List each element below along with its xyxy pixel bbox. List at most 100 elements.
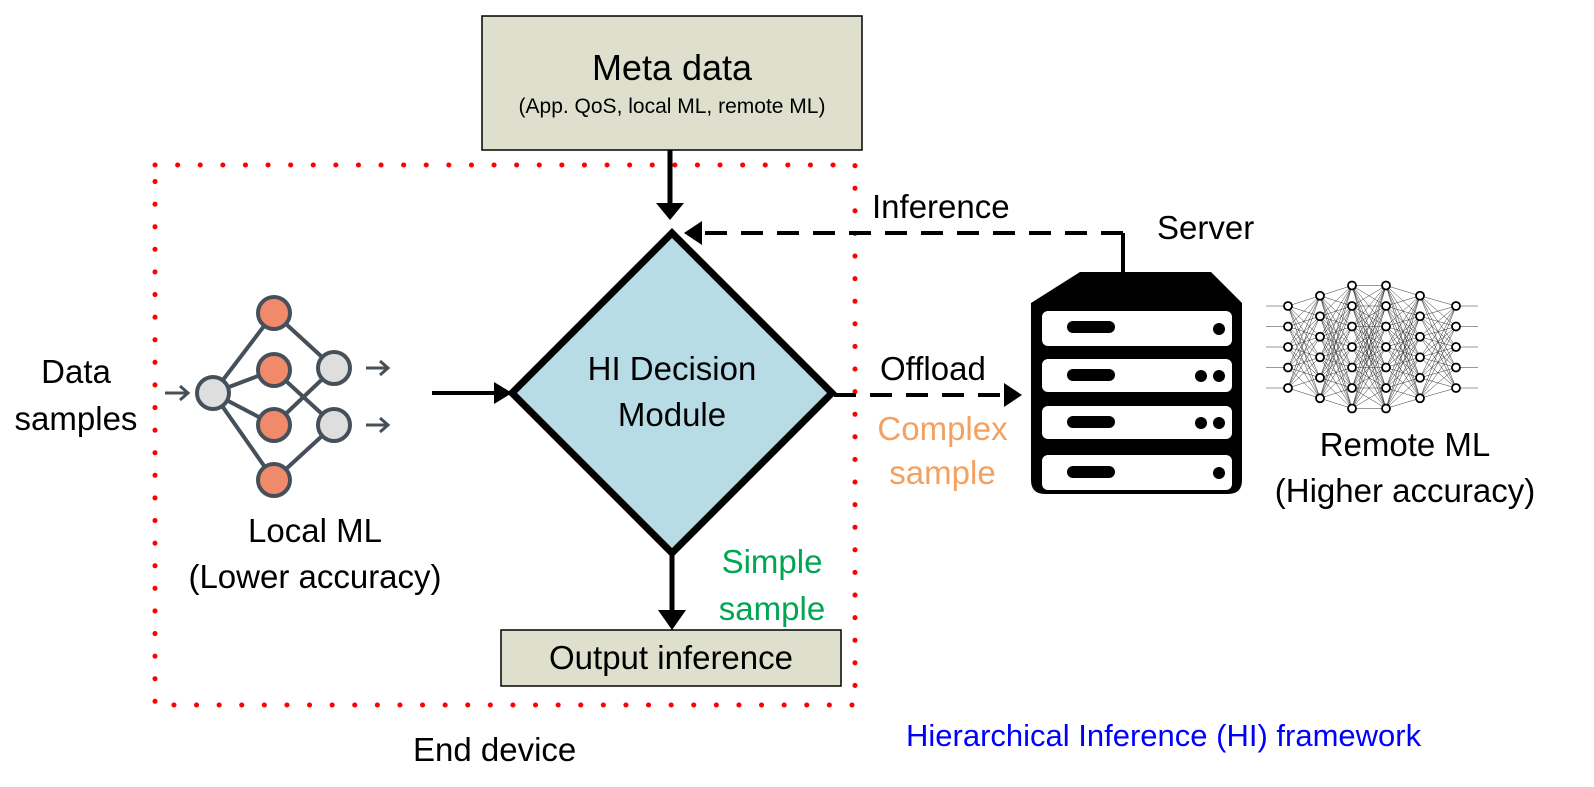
remote-net-node: [1451, 301, 1461, 311]
inference-edge-label: Inference: [872, 188, 1010, 225]
end-device-boundary: [152, 162, 858, 708]
remote-net-connection: [1419, 367, 1457, 399]
remote-net-connection: [1319, 326, 1353, 399]
remote-net-connection: [1419, 305, 1457, 317]
offload-arrowhead: [1004, 383, 1022, 407]
remote-net-node: [1381, 383, 1391, 393]
remote-net-connection: [1419, 305, 1457, 399]
remote-net-connection: [1319, 305, 1353, 399]
meta-data-subtitle: (App. QoS, local ML, remote ML): [518, 95, 826, 118]
remote-net-connection: [1319, 285, 1353, 296]
node-output-2: [316, 407, 352, 443]
decision-label-line2: Module: [617, 396, 727, 433]
remote-net-connection: [1351, 285, 1387, 409]
framework-caption: Hierarchical Inference (HI) framework: [906, 718, 1422, 753]
remote-net-node: [1415, 372, 1425, 383]
remote-net-node: [1315, 393, 1325, 404]
remote-net-node: [1381, 342, 1391, 352]
remote-net-node: [1451, 342, 1461, 352]
remote-net-node: [1415, 331, 1425, 342]
remote-net-node: [1347, 362, 1357, 373]
remote-net-connection: [1351, 285, 1387, 307]
server-label: Server: [1157, 209, 1255, 246]
local-to-decision-arrowhead: [494, 382, 512, 404]
data-samples-line2: samples: [14, 400, 138, 437]
node-hidden-2: [256, 352, 292, 388]
remote-net-node: [1315, 290, 1325, 301]
remote-net-connection: [1351, 285, 1387, 368]
remote-ml-label: Remote ML: [1319, 426, 1491, 463]
remote-net-connection: [1419, 295, 1457, 307]
remote-net-node: [1415, 311, 1425, 322]
local-ml-label: Local ML: [248, 512, 382, 549]
remote-net-connection: [1319, 285, 1353, 399]
node-hidden-3: [256, 407, 292, 443]
remote-net-node: [1347, 280, 1357, 291]
remote-net-node: [1315, 311, 1325, 322]
remote-net-node: [1283, 342, 1293, 352]
remote-net-connection: [1287, 336, 1321, 389]
remote-net-node: [1283, 321, 1293, 332]
remote-net-node: [1315, 331, 1325, 342]
complex-sample-line1: Complex: [877, 410, 1008, 447]
local-ml-accuracy: (Lower accuracy): [188, 558, 442, 595]
remote-net-connection: [1419, 305, 1457, 337]
remote-net-connection: [1385, 377, 1421, 409]
remote-net-connection: [1319, 346, 1353, 399]
remote-net-connection: [1351, 285, 1387, 327]
remote-net-node: [1451, 383, 1461, 393]
remote-net-node: [1415, 393, 1425, 404]
remote-net-connection: [1319, 387, 1353, 399]
remote-net-node: [1315, 372, 1325, 383]
remote-net-node: [1283, 301, 1293, 311]
remote-net-connection: [1351, 305, 1387, 409]
remote-net-node: [1451, 362, 1461, 373]
remote-net-node: [1415, 290, 1425, 301]
hi-decision-diamond: [507, 228, 837, 558]
remote-net-node: [1381, 362, 1391, 373]
node-output-1: [316, 350, 352, 386]
remote-net-node: [1381, 403, 1391, 414]
node-input: [195, 375, 231, 411]
remote-net-connection: [1287, 387, 1321, 399]
node-hidden-4: [256, 462, 292, 498]
meta-to-decision-arrowhead: [656, 203, 684, 220]
remote-net-connection: [1319, 285, 1353, 337]
remote-ml-network-icon: [1266, 280, 1478, 414]
decision-label-line1: HI Decision: [587, 350, 757, 387]
remote-net-connection: [1351, 346, 1387, 409]
remote-net-connection: [1419, 305, 1457, 378]
remote-net-node: [1283, 383, 1293, 393]
node-hidden-1: [256, 295, 292, 331]
simple-sample-line1: Simple: [721, 543, 823, 580]
remote-net-connection: [1287, 377, 1321, 389]
remote-net-connection: [1319, 398, 1353, 409]
remote-net-connection: [1287, 295, 1321, 327]
remote-net-connection: [1385, 357, 1421, 409]
remote-net-node: [1347, 342, 1357, 352]
remote-net-node: [1381, 280, 1391, 291]
remote-net-node: [1415, 352, 1425, 363]
remote-net-connection: [1385, 398, 1421, 409]
remote-net-connection: [1351, 285, 1387, 389]
remote-net-connection: [1385, 295, 1421, 348]
remote-net-connection: [1287, 295, 1321, 389]
output-inference-box: [500, 629, 842, 687]
remote-net-connection: [1287, 316, 1321, 389]
remote-ml-accuracy: (Higher accuracy): [1274, 472, 1536, 509]
remote-net-connection: [1319, 285, 1353, 358]
remote-net-connection: [1351, 367, 1387, 409]
remote-net-node: [1347, 383, 1357, 393]
remote-net-node: [1347, 301, 1357, 311]
remote-net-connection: [1319, 285, 1353, 378]
remote-net-connection: [1419, 346, 1457, 399]
remote-net-connection: [1319, 367, 1353, 399]
output-inference-label: Output inference: [549, 639, 793, 676]
remote-net-connection: [1385, 295, 1421, 307]
remote-net-connection: [1385, 295, 1421, 327]
remote-net-node: [1381, 301, 1391, 311]
remote-net-connection: [1385, 295, 1421, 368]
remote-net-node: [1381, 321, 1391, 332]
simple-sample-line2: sample: [718, 590, 826, 627]
remote-net-node: [1347, 403, 1357, 414]
